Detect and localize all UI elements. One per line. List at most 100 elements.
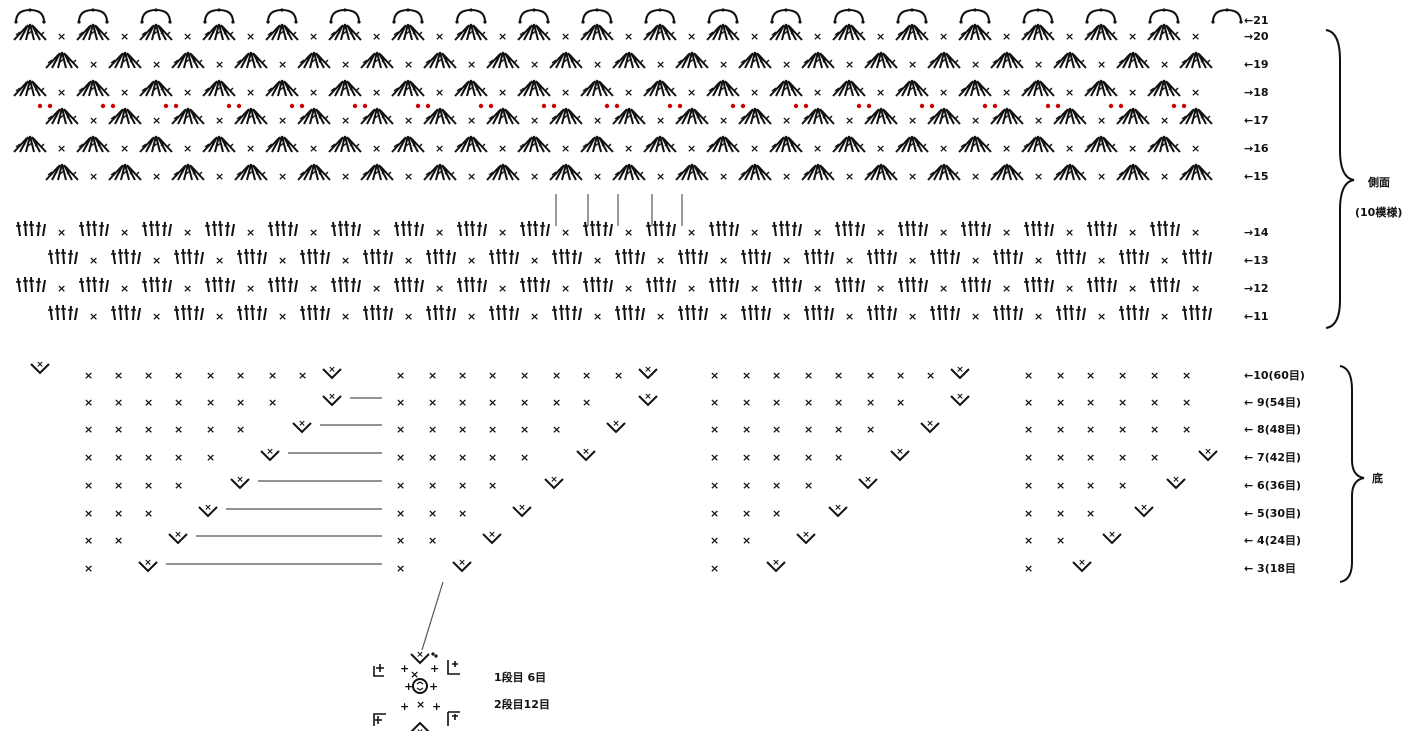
fan-stitch-mark [203, 136, 235, 152]
single-crochet-mark: × [120, 142, 129, 155]
single-crochet-mark: × [552, 396, 561, 409]
fan-stitch-mark [770, 136, 802, 152]
single-crochet-mark: × [593, 170, 602, 183]
accent-dot [1109, 104, 1113, 108]
accent-dot [731, 104, 735, 108]
single-crochet-mark: × [624, 86, 633, 99]
single-crochet-mark: × [428, 507, 437, 520]
single-crochet-mark: × [89, 170, 98, 183]
side-sublabel: (10模様) [1355, 205, 1402, 219]
fan-stitch-mark [552, 305, 581, 320]
increase-mark [323, 392, 341, 405]
single-crochet-mark: × [1191, 142, 1200, 155]
fan-stitch-mark [489, 249, 518, 264]
single-crochet-mark: × [372, 226, 381, 239]
accent-dot [741, 104, 745, 108]
single-crochet-mark: × [772, 451, 781, 464]
fan-stitch-mark [959, 136, 991, 152]
increase-mark [951, 392, 969, 405]
single-crochet-mark: × [467, 310, 476, 323]
single-crochet-mark: × [1160, 58, 1169, 71]
fan-stitch-mark [300, 249, 329, 264]
single-crochet-mark: × [1024, 562, 1033, 575]
accent-dot [930, 104, 934, 108]
single-crochet-mark: × [120, 226, 129, 239]
single-crochet-mark: × [488, 396, 497, 409]
increase-mark [453, 558, 471, 571]
scallop-mark [1148, 8, 1179, 23]
svg-text:+: + [404, 680, 413, 693]
single-crochet-mark: × [1034, 114, 1043, 127]
single-crochet-mark: × [268, 396, 277, 409]
single-crochet-mark: × [750, 30, 759, 43]
single-crochet-mark: × [114, 396, 123, 409]
row-label-15: ←15 [1244, 170, 1269, 183]
fan-stitch-mark [1024, 221, 1053, 236]
scallop-mark [329, 8, 360, 23]
fan-stitch-mark [300, 305, 329, 320]
fan-stitch-mark [1054, 52, 1086, 68]
fan-stitch-mark [552, 249, 581, 264]
fan-stitch-mark [772, 277, 801, 292]
increase-mark [1103, 530, 1121, 543]
fan-stitch-mark [109, 164, 141, 180]
single-crochet-mark: × [57, 30, 66, 43]
accent-dot [1172, 104, 1176, 108]
single-crochet-mark: × [813, 86, 822, 99]
bottom-pattern: ××××××××××××××××××××××××××××××××××××××××… [31, 360, 1217, 575]
single-crochet-mark: × [458, 396, 467, 409]
single-crochet-mark: × [772, 396, 781, 409]
single-crochet-mark: × [561, 142, 570, 155]
single-crochet-mark: × [719, 170, 728, 183]
bottom-label: 底 [1372, 471, 1383, 485]
single-crochet-mark: × [710, 534, 719, 547]
fan-stitch-mark [930, 249, 959, 264]
single-crochet-mark: × [1150, 451, 1159, 464]
single-crochet-mark: × [782, 254, 791, 267]
scallop-mark [707, 8, 738, 23]
bottom-brace [1340, 366, 1364, 582]
single-crochet-mark: × [520, 451, 529, 464]
single-crochet-mark: × [1118, 479, 1127, 492]
fan-stitch-mark [455, 80, 487, 96]
single-crochet-mark: × [246, 86, 255, 99]
single-crochet-mark: × [498, 86, 507, 99]
single-crochet-mark: × [428, 479, 437, 492]
single-crochet-mark: × [488, 369, 497, 382]
single-crochet-mark: × [971, 58, 980, 71]
fan-stitch-mark [550, 52, 582, 68]
svg-text:+: + [400, 700, 409, 713]
accent-dot [1182, 104, 1186, 108]
fan-stitch-mark [140, 80, 172, 96]
increase-mark [577, 447, 595, 460]
center-row2-label: 2段目12目 [494, 697, 550, 711]
single-crochet-mark: × [114, 479, 123, 492]
single-crochet-mark: × [804, 479, 813, 492]
single-crochet-mark: × [845, 254, 854, 267]
accent-dot [290, 104, 294, 108]
fan-stitch-mark [331, 221, 360, 236]
single-crochet-mark: × [742, 396, 751, 409]
fan-stitch-mark [896, 80, 928, 96]
fan-stitch-mark [709, 221, 738, 236]
single-crochet-mark: × [876, 226, 885, 239]
single-crochet-mark: × [1191, 226, 1200, 239]
single-crochet-mark: × [1024, 396, 1033, 409]
single-crochet-mark: × [908, 114, 917, 127]
single-crochet-mark: × [120, 282, 129, 295]
single-crochet-mark: × [561, 30, 570, 43]
single-crochet-mark: × [206, 396, 215, 409]
single-crochet-mark: × [710, 479, 719, 492]
fan-stitch-mark [772, 221, 801, 236]
single-crochet-mark: × [435, 282, 444, 295]
fan-stitch-mark [1022, 80, 1054, 96]
increase-mark [31, 360, 49, 373]
fan-stitch-mark [550, 108, 582, 124]
fan-stitch-mark [172, 164, 204, 180]
fan-stitch-mark [172, 108, 204, 124]
single-crochet-mark: × [84, 396, 93, 409]
single-crochet-mark: × [114, 507, 123, 520]
fan-stitch-mark [235, 52, 267, 68]
accent-dot [920, 104, 924, 108]
single-crochet-mark: × [866, 396, 875, 409]
